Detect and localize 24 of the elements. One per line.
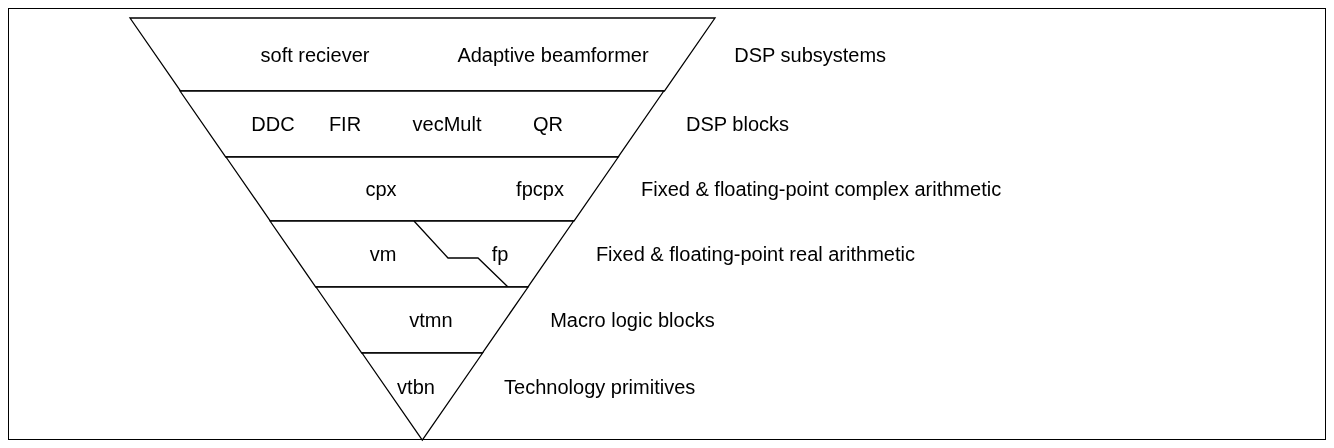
layer-name: Fixed & floating-point real arithmetic xyxy=(595,244,915,264)
component-label: Adaptive beamformer xyxy=(457,44,649,65)
component-label: QR xyxy=(533,114,563,134)
component-label: DDC xyxy=(251,114,295,134)
component-label: soft reciever xyxy=(260,44,370,65)
layer-name: Macro logic blocks xyxy=(550,310,715,330)
layer-name: Fixed & floating-point complex arithmetic xyxy=(640,179,1002,199)
pyramid-layer xyxy=(129,18,715,91)
component-label: vtmn xyxy=(409,310,453,330)
pyramid-layer xyxy=(225,157,619,221)
component-label: fpcpx xyxy=(516,179,564,199)
component-label: FIR xyxy=(328,114,362,134)
component-label: vecMult xyxy=(412,114,482,134)
layer-name: DSP blocks xyxy=(686,114,790,134)
pyramid-layer xyxy=(180,91,664,157)
pyramid-layer xyxy=(361,353,483,440)
pyramid-layer xyxy=(270,221,574,287)
component-label: fp xyxy=(491,244,509,264)
layer-name: DSP subsystems xyxy=(734,44,887,65)
component-label: cpx xyxy=(365,179,397,199)
component-label: vtbn xyxy=(397,376,435,397)
component-label: vm xyxy=(369,244,397,264)
pyramid-layer xyxy=(315,287,529,353)
layer-name: Technology primitives xyxy=(504,376,696,397)
